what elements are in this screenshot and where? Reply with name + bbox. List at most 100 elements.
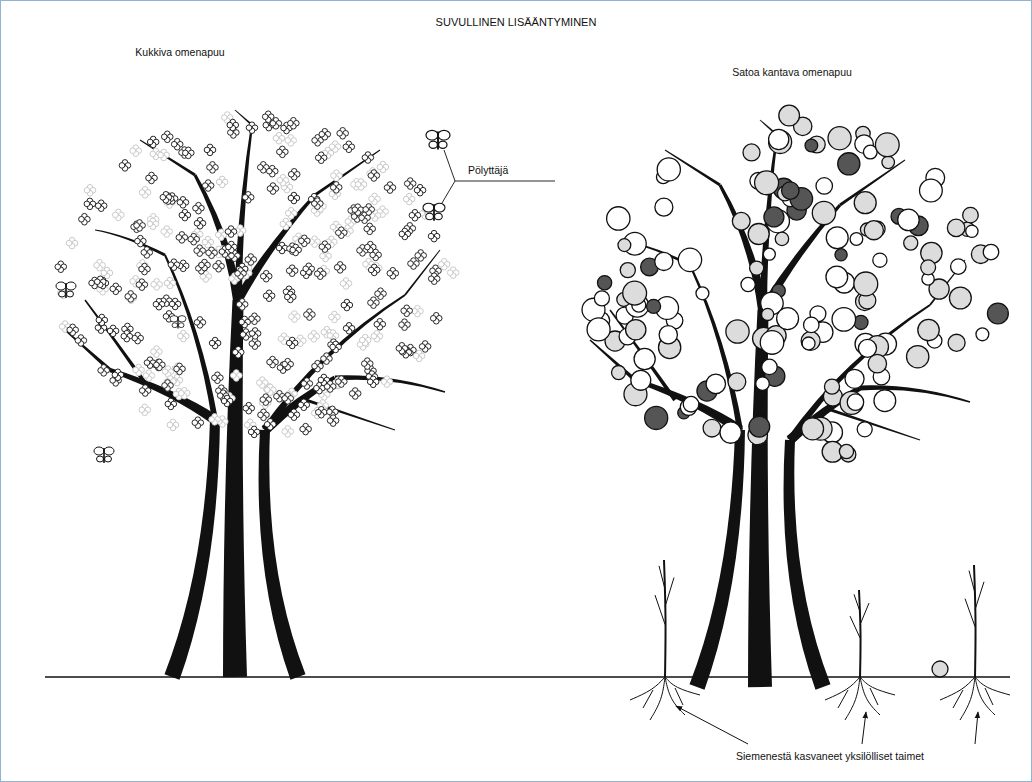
petal bbox=[194, 220, 200, 226]
apples bbox=[582, 105, 1008, 462]
petal bbox=[79, 216, 85, 222]
petal bbox=[66, 240, 72, 246]
blossom bbox=[324, 381, 336, 393]
seedling-part bbox=[859, 590, 861, 677]
petal bbox=[282, 396, 288, 402]
apple bbox=[854, 192, 876, 214]
blossom bbox=[365, 241, 377, 253]
petal bbox=[415, 253, 421, 259]
blossom bbox=[415, 250, 427, 262]
petal bbox=[161, 229, 167, 235]
apple bbox=[918, 319, 939, 340]
petal bbox=[298, 402, 304, 408]
blossom bbox=[301, 378, 313, 390]
blossom bbox=[267, 183, 279, 195]
apple bbox=[847, 394, 863, 410]
petal bbox=[375, 291, 381, 297]
blossom bbox=[194, 217, 206, 229]
blossom bbox=[282, 426, 294, 438]
blossom bbox=[162, 380, 174, 392]
petal bbox=[121, 333, 127, 339]
blossom bbox=[259, 397, 271, 409]
petal bbox=[141, 250, 147, 256]
butterfly-body bbox=[433, 204, 435, 221]
petal bbox=[319, 131, 325, 137]
petal bbox=[290, 247, 296, 253]
apple bbox=[839, 444, 853, 458]
apple bbox=[812, 201, 835, 224]
apple bbox=[775, 232, 788, 245]
apple bbox=[904, 236, 918, 250]
petal bbox=[207, 165, 213, 171]
blossom bbox=[285, 291, 297, 303]
blossom bbox=[288, 117, 300, 129]
apple bbox=[657, 158, 680, 181]
petal bbox=[162, 383, 168, 389]
petal bbox=[321, 356, 327, 362]
seedling-label: Siemenestä kasvaneet yksilölliset taimet bbox=[736, 750, 924, 763]
petal bbox=[288, 171, 294, 177]
blossom bbox=[343, 141, 355, 153]
apple bbox=[873, 253, 887, 267]
petal bbox=[337, 130, 343, 136]
blossom bbox=[428, 273, 440, 285]
branch bbox=[223, 300, 247, 677]
blossom bbox=[277, 146, 289, 158]
blossom bbox=[193, 202, 205, 214]
apple bbox=[802, 418, 824, 440]
petal bbox=[84, 187, 90, 193]
blossom bbox=[177, 197, 189, 209]
apple bbox=[659, 326, 677, 344]
seedling-part bbox=[845, 677, 860, 720]
apple bbox=[949, 287, 971, 309]
wing bbox=[170, 316, 178, 322]
blossom bbox=[277, 174, 289, 186]
petal bbox=[160, 194, 166, 200]
petal bbox=[331, 173, 337, 179]
petal bbox=[139, 407, 145, 413]
petal bbox=[110, 378, 116, 384]
seedling-part bbox=[659, 566, 665, 589]
blossom bbox=[300, 423, 312, 435]
blossom bbox=[94, 276, 106, 288]
blossom bbox=[171, 138, 183, 150]
blossom bbox=[367, 376, 379, 388]
petal bbox=[319, 244, 325, 250]
blossom bbox=[143, 370, 155, 382]
petal bbox=[362, 155, 368, 161]
blossom bbox=[136, 279, 148, 291]
blossom bbox=[95, 200, 107, 212]
petal bbox=[144, 360, 150, 366]
blossom bbox=[67, 324, 79, 336]
apple bbox=[802, 337, 815, 350]
branch bbox=[404, 250, 440, 296]
petal bbox=[163, 314, 169, 320]
blossom bbox=[288, 192, 300, 204]
blossom bbox=[331, 170, 343, 182]
blossom bbox=[311, 407, 323, 419]
butterfly bbox=[426, 130, 450, 149]
apple bbox=[594, 291, 609, 306]
ground-line bbox=[45, 676, 1010, 678]
petal bbox=[318, 377, 324, 383]
petal bbox=[235, 271, 241, 277]
blossom bbox=[361, 358, 373, 370]
blossom bbox=[303, 263, 315, 275]
pollinator-label: Pölyttäjä bbox=[468, 164, 508, 177]
blossom bbox=[419, 341, 431, 353]
petal bbox=[130, 148, 136, 154]
blossom bbox=[298, 235, 310, 247]
apple bbox=[920, 179, 943, 202]
petal bbox=[239, 319, 245, 325]
blossom bbox=[248, 426, 260, 438]
petal bbox=[277, 177, 283, 183]
petal bbox=[341, 302, 347, 308]
blossom bbox=[363, 204, 375, 216]
blossom bbox=[341, 299, 353, 311]
blossom bbox=[209, 337, 221, 349]
wing bbox=[423, 203, 434, 212]
petal bbox=[151, 349, 157, 355]
apple bbox=[782, 182, 799, 199]
branch bbox=[194, 174, 243, 300]
blossoms bbox=[55, 111, 459, 438]
